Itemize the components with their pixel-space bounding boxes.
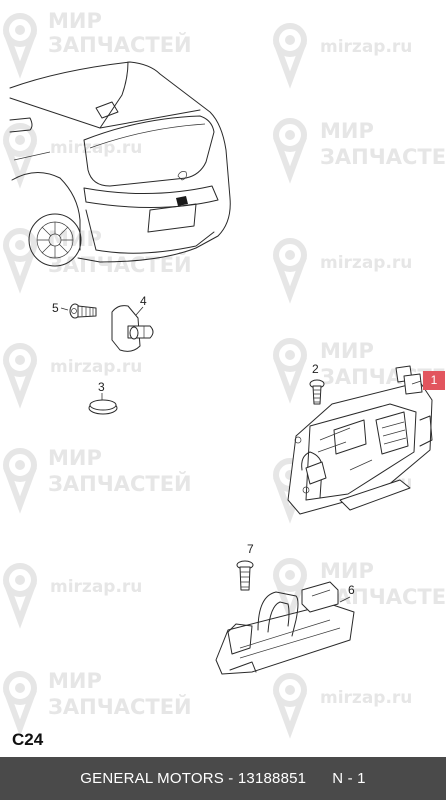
- part-7-screw[interactable]: [236, 560, 254, 591]
- watermark-brand-line1: МИР: [320, 559, 374, 583]
- callout-3: 3: [98, 380, 105, 394]
- part-2-screw[interactable]: [309, 379, 325, 405]
- watermark-block: МИР ЗАПЧАСТЕЙ: [6, 9, 192, 70]
- watermark-block: mirzap.ru: [6, 126, 142, 180]
- footer-part-number: 13188851: [237, 770, 307, 787]
- watermark-pin-icon: [6, 231, 34, 285]
- watermark-brand-line1: МИР: [48, 227, 102, 251]
- watermark-domain: mirzap.ru: [320, 37, 412, 57]
- footer-separator: -: [223, 770, 238, 787]
- watermark-brand-line1: МИР: [320, 339, 374, 363]
- watermark-block: МИР ЗАПЧАСТЕЙ: [276, 559, 446, 615]
- callout-1-highlight[interactable]: 1: [423, 371, 445, 390]
- car-rear-illustration: [9, 61, 231, 267]
- watermark-domain: mirzap.ru: [320, 688, 412, 708]
- watermark-brand-line2: ЗАПЧАСТЕЙ: [48, 32, 192, 57]
- watermark-domain: mirzap.ru: [320, 253, 412, 273]
- callout-6: 6: [348, 583, 355, 597]
- watermark-block: mirzap.ru: [6, 346, 142, 400]
- watermark-pin-icon: [276, 241, 304, 295]
- watermark-pin-icon: [276, 561, 304, 615]
- watermark-pin-icon: [276, 676, 304, 730]
- watermark-brand-line1: МИР: [320, 119, 374, 143]
- watermark-domain: mirzap.ru: [50, 357, 142, 377]
- part-1-lock-module[interactable]: [287, 365, 433, 515]
- watermark-pin-icon: [6, 16, 34, 70]
- footer-quantity: N - 1: [332, 770, 366, 787]
- callout-7: 7: [247, 542, 254, 556]
- watermark-block: МИР ЗАПЧАСТЕЙ: [6, 446, 192, 505]
- callout-2: 2: [312, 362, 319, 376]
- footer-brand: GENERAL MOTORS: [80, 770, 224, 787]
- part-6-handle-trim[interactable]: [215, 581, 355, 675]
- watermark-pin-icon: [276, 26, 304, 80]
- watermark-brand-line2: ЗАПЧАСТЕЙ: [48, 471, 192, 496]
- part-4-bracket[interactable]: [111, 305, 154, 352]
- watermark-block: mirzap.ru: [276, 676, 412, 730]
- watermark-brand-line1: МИР: [48, 669, 102, 693]
- watermark-block: mirzap.ru: [276, 241, 412, 295]
- watermark-brand-line1: МИР: [48, 9, 102, 33]
- part-5-bolt[interactable]: [69, 303, 97, 319]
- watermark-block: mirzap.ru: [276, 26, 412, 80]
- watermark-pin-icon: [276, 121, 304, 175]
- watermark-block: МИР ЗАПЧАСТЕЙ: [276, 119, 446, 175]
- watermark-brand-line2: ЗАПЧАСТЕЙ: [48, 694, 192, 719]
- watermark-brand-line1: МИР: [48, 446, 102, 470]
- watermark-layer: МИР ЗАПЧАСТЕЙ mirzap.ru mirzap.ru МИР ЗА…: [6, 9, 446, 730]
- callout-5: 5: [52, 301, 59, 315]
- watermark-pin-icon: [6, 451, 34, 505]
- watermark-block: МИР ЗАПЧАСТЕЙ: [6, 227, 192, 285]
- callout-4: 4: [140, 294, 147, 308]
- watermark-pin-icon: [6, 346, 34, 400]
- watermark-pin-icon: [6, 126, 34, 180]
- watermark-domain: mirzap.ru: [50, 577, 142, 597]
- watermark-pin-icon: [6, 674, 34, 728]
- watermark-block: МИР ЗАПЧАСТЕЙ: [6, 669, 192, 728]
- watermark-pin-icon: [6, 566, 34, 620]
- watermark-domain: mirzap.ru: [50, 138, 142, 158]
- watermark-brand-line2: ЗАПЧАСТЕЙ: [320, 584, 446, 609]
- watermark-block: mirzap.ru: [6, 566, 142, 620]
- watermark-brand-line2: ЗАПЧАСТЕЙ: [320, 144, 446, 169]
- part-3-cap[interactable]: [88, 399, 118, 415]
- watermark-pin-icon: [276, 341, 304, 395]
- section-code: C24: [12, 730, 44, 749]
- footer-bar: GENERAL MOTORS - 13188851 N - 1: [0, 757, 446, 800]
